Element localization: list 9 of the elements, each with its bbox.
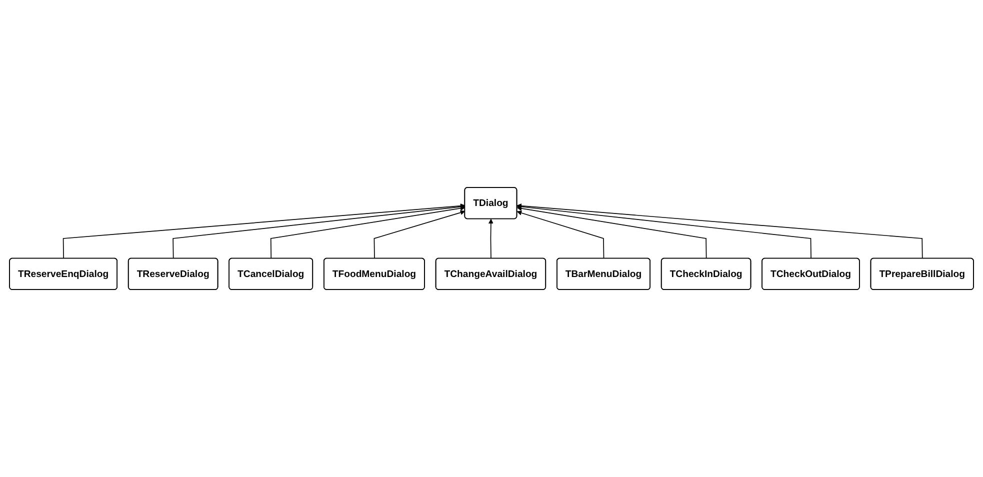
arrow [516,210,604,259]
arrow [270,206,466,259]
arrow [488,218,494,259]
arrow [516,206,707,259]
arrow [516,203,923,259]
arrow [172,204,466,259]
arrow [62,203,466,259]
arrow [374,210,466,259]
arrow [516,204,812,259]
